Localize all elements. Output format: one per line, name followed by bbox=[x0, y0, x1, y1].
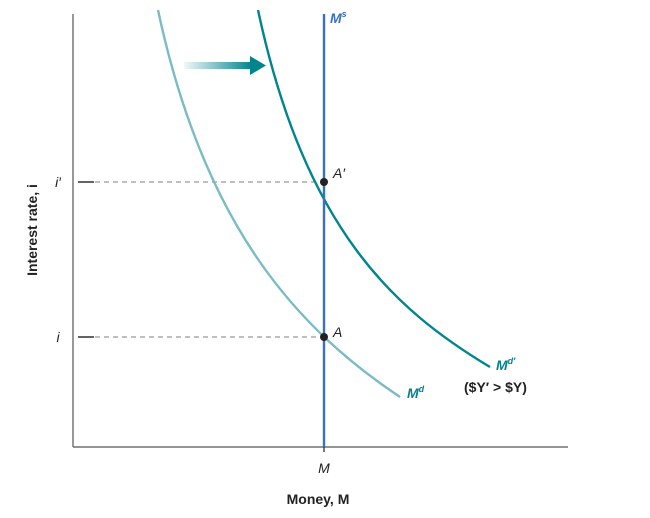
y-axis-title: Interest rate, i bbox=[24, 184, 40, 276]
y-tick-label-i-prime: i′ bbox=[55, 174, 62, 190]
money-demand-shifted-label: Md′ bbox=[496, 356, 516, 373]
money-demand-label: Md bbox=[407, 384, 425, 401]
money-demand-shifted-curve bbox=[256, 9, 491, 369]
right-arrow-icon bbox=[184, 56, 266, 75]
x-ticks: M bbox=[318, 447, 330, 476]
axes bbox=[72, 14, 568, 448]
point-a bbox=[320, 333, 328, 341]
y-tick-label-i: i bbox=[56, 329, 60, 345]
money-supply-label: Ms bbox=[330, 9, 347, 26]
point-label-a: A bbox=[332, 324, 342, 340]
income-condition-note: ($Y′ > $Y) bbox=[464, 379, 527, 395]
x-axis-title: Money, M bbox=[287, 491, 350, 507]
point-a-prime bbox=[320, 178, 328, 186]
money-demand-curve bbox=[156, 9, 401, 398]
y-ticks: i′ i bbox=[55, 174, 94, 345]
point-label-a-prime: A′ bbox=[332, 165, 346, 181]
guide-lines bbox=[95, 181, 320, 338]
x-tick-label-m: M bbox=[318, 460, 330, 476]
